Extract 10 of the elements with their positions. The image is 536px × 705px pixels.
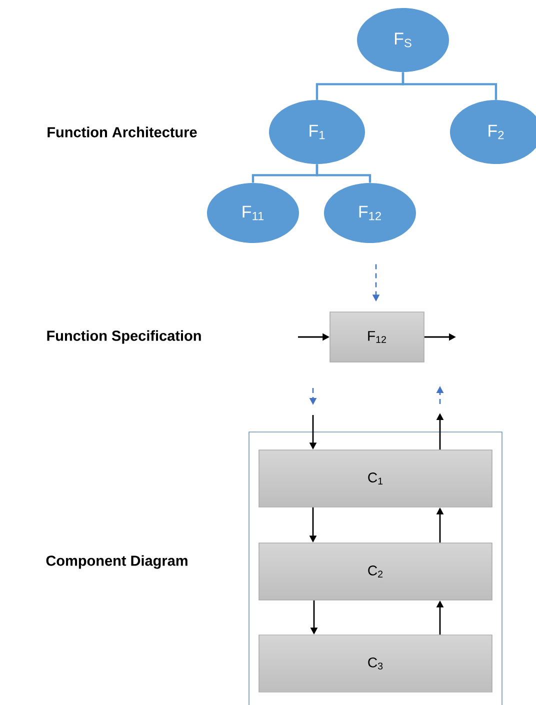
component-frame	[248, 432, 502, 705]
process-box: F$_{12}$	[330, 312, 424, 362]
connector-line	[402, 72, 498, 100]
section-label: Function Specification	[47, 330, 201, 344]
section-label: Function Architecture	[48, 126, 197, 138]
process-box: C$_{3}$	[258, 634, 492, 692]
process-box: C$_{2}$	[258, 542, 492, 600]
section-label: Component Diagram	[46, 555, 188, 569]
process-box: C$_{1}$	[258, 450, 492, 508]
connector-line	[316, 164, 372, 183]
